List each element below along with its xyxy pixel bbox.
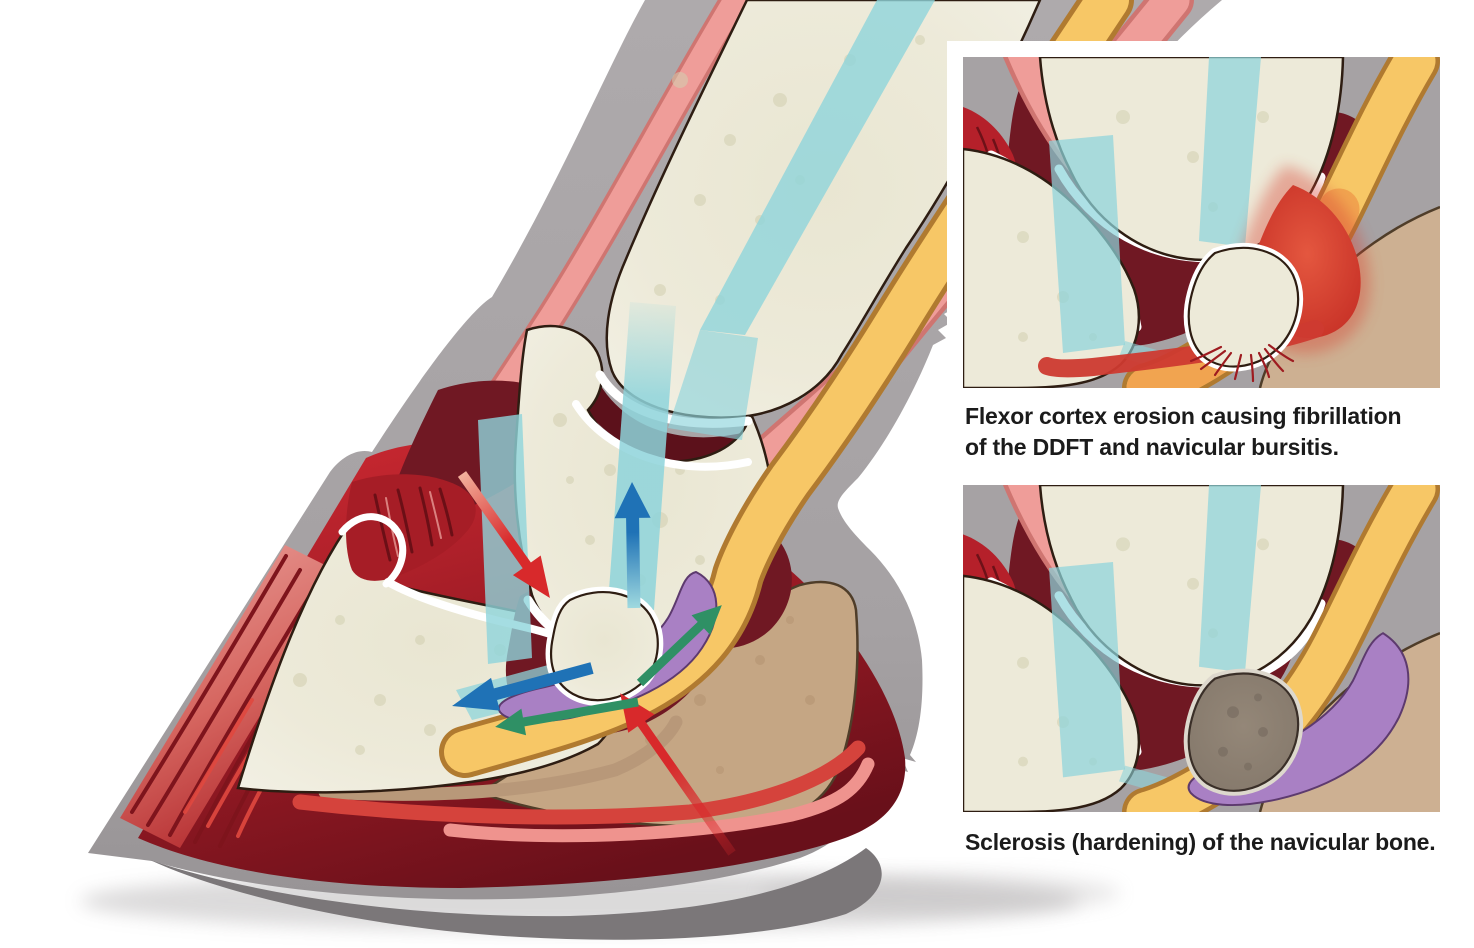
ddft-fibrillation-strands <box>1189 343 1295 383</box>
inset-1-caption-line-2: of the DDFT and navicular bursitis. <box>965 434 1339 460</box>
sclerotic-navicular-bone <box>1183 668 1304 796</box>
red-arrow-ground-force <box>620 693 736 856</box>
inset-1-caption-line-1: Flexor cortex erosion causing fibrillati… <box>965 403 1402 429</box>
inset-1-caption: Flexor cortex erosion causing fibrillati… <box>965 401 1465 463</box>
frog-pink-band <box>443 757 875 843</box>
inset-2-image <box>963 485 1440 812</box>
navicular-bone <box>1183 242 1304 372</box>
sole-red-band <box>292 740 866 825</box>
annotation-arrows <box>452 471 736 856</box>
green-arrow-ddft-glide-down <box>495 697 639 736</box>
inset-2-caption: Sclerosis (hardening) of the navicular b… <box>965 827 1465 858</box>
inset-2-caption-line-1: Sclerosis (hardening) of the navicular b… <box>965 829 1436 855</box>
hoof-sole-shadow <box>150 848 882 940</box>
coronary-corium <box>346 474 476 581</box>
inset-1-image <box>963 57 1440 388</box>
blue-arrow-tendon-tension-up <box>614 482 651 609</box>
green-arrow-ddft-glide-up <box>636 605 722 687</box>
red-arrow-joint-load <box>457 471 550 598</box>
blue-arrow-tendon-tension-forward <box>452 662 594 711</box>
